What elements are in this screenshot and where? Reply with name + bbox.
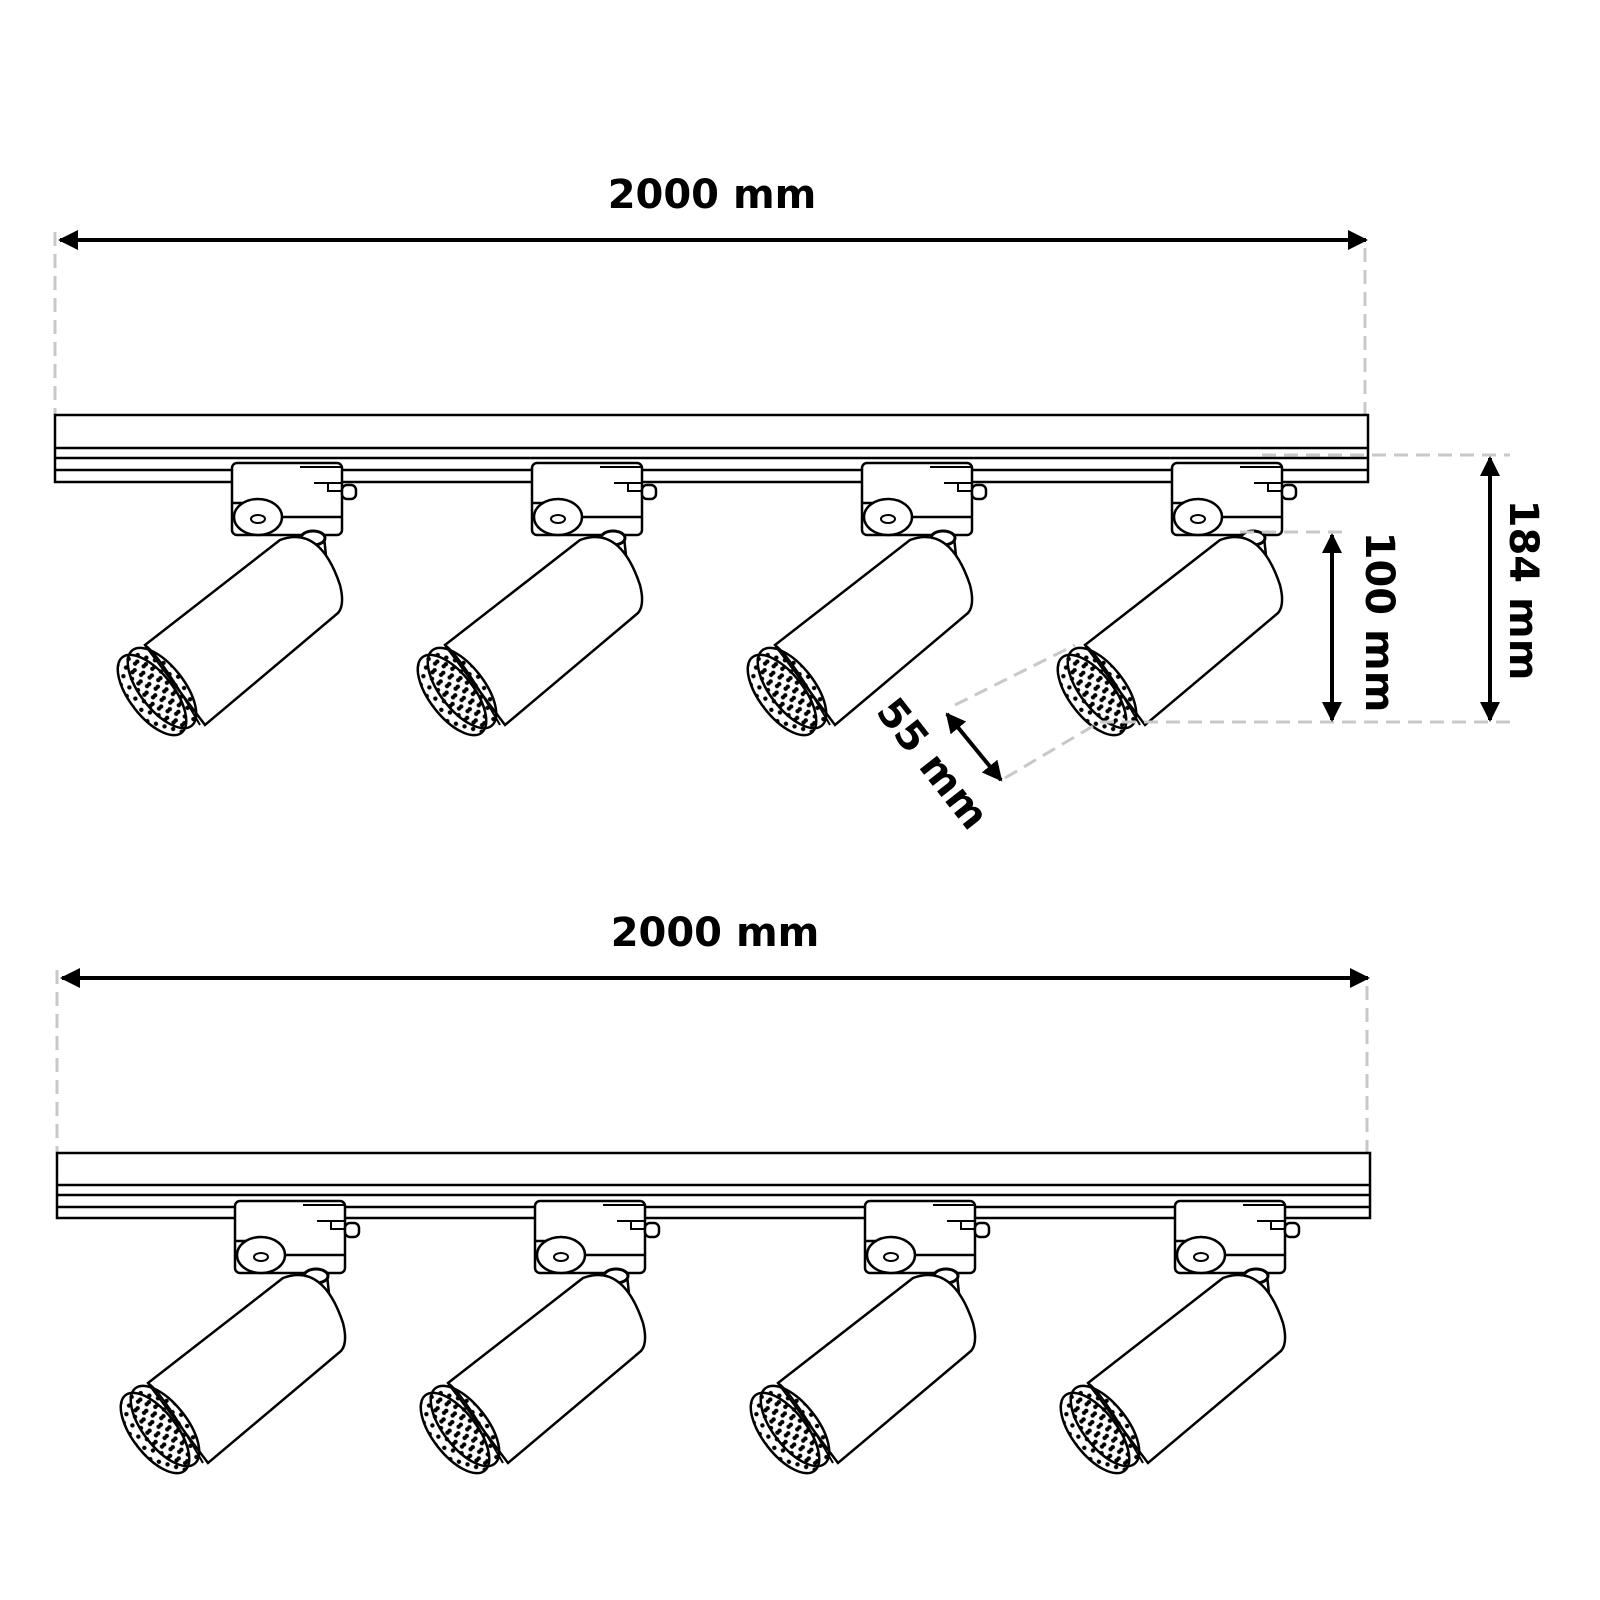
spotlight	[733, 461, 988, 748]
spotlight	[1043, 461, 1298, 748]
spotlight	[736, 1199, 991, 1486]
top-track-assembly: 2000 mm 184 mm 100 mm 55 mm	[53, 172, 1546, 839]
spotlight	[106, 1199, 361, 1486]
head-height-label: 100 mm	[1356, 532, 1402, 713]
spotlight	[406, 1199, 661, 1486]
length-label: 2000 mm	[611, 910, 820, 956]
total-height-label: 184 mm	[1500, 500, 1546, 681]
spotlight	[1046, 1199, 1301, 1486]
head-height-dimension: 100 mm	[1240, 530, 1402, 722]
head-diameter-label: 55 mm	[867, 690, 997, 839]
spotlight	[403, 461, 658, 748]
total-height-dimension: 184 mm	[1100, 453, 1546, 724]
spotlight	[103, 461, 358, 748]
length-label: 2000 mm	[608, 172, 817, 218]
bottom-track-assembly: 2000 mm	[55, 910, 1372, 1486]
